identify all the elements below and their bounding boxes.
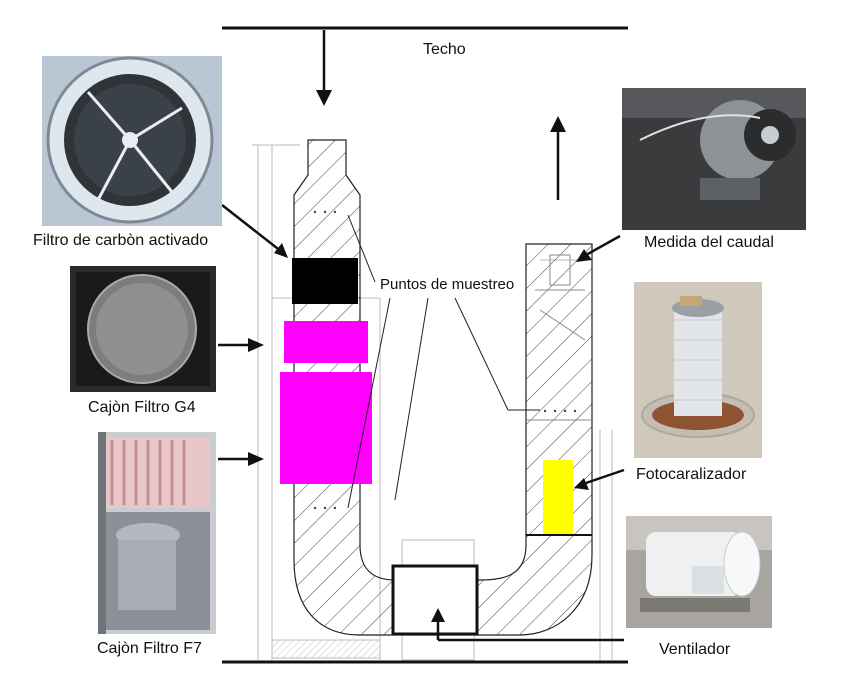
g4-filter-block: [284, 321, 368, 363]
sampling-points-label: Puntos de muestreo: [380, 276, 515, 293]
g4-filter-photo: [70, 266, 216, 392]
fan-photo: [626, 516, 772, 628]
f7-filter-block: [280, 372, 372, 484]
photocatalyzer-photo: [634, 282, 762, 458]
g4-filter-label: Cajòn Filtro G4: [88, 399, 196, 416]
fan-box: [391, 564, 479, 636]
flow-measure-label: Medida del caudal: [644, 234, 774, 251]
ceiling-label: Techo: [423, 41, 466, 58]
photocatalyzer-label: Fotocaralizador: [636, 466, 747, 483]
carbon-filter-photo: [42, 56, 222, 226]
sampling-leader-lines: [347, 214, 540, 509]
fan-label: Ventilador: [659, 641, 731, 658]
duct-internal-lines: [527, 254, 592, 421]
carbon-filter-block: [292, 258, 358, 304]
carbon-filter-label: Filtro de carbòn activado: [33, 232, 209, 249]
flow-meter-photo: [622, 88, 806, 230]
f7-filter-photo: [98, 432, 216, 634]
arrows: [218, 30, 625, 642]
sampling-point-marks: [313, 210, 577, 510]
f7-filter-label: Cajòn Filtro F7: [97, 640, 202, 657]
photocatalyzer-block: [543, 460, 573, 534]
